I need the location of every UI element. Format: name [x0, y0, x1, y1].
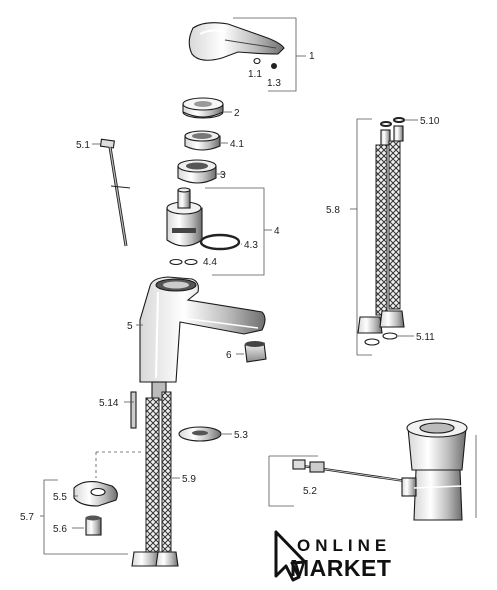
washer-5-3: [178, 426, 222, 442]
label-5-14: 5.14: [99, 398, 119, 409]
cap-1-3: [271, 63, 277, 69]
bracket-5-5: [73, 481, 118, 507]
logo-line-market: MARKET: [290, 555, 391, 581]
washers-5-11: [364, 332, 398, 346]
label-5-5: 5.5: [53, 492, 67, 503]
label-5-2: 5.2: [303, 486, 317, 497]
nut-4-1: [184, 130, 221, 151]
seal-4-4: [169, 258, 198, 266]
label-5-1: 5.1: [76, 140, 90, 151]
label-4: 4: [274, 226, 280, 237]
label-4-4: 4.4: [203, 257, 217, 268]
label-2: 2: [234, 108, 240, 119]
label-5-6: 5.6: [53, 524, 67, 535]
drain-assembly: [292, 418, 468, 521]
lever-handle: [188, 22, 285, 61]
aerator: [244, 341, 267, 363]
label-5-11: 5.11: [416, 332, 435, 343]
label-5-10: 5.10: [420, 116, 440, 127]
rod-5-1: [99, 138, 131, 247]
label-1-1: 1.1: [248, 69, 262, 80]
label-1: 1: [309, 51, 315, 62]
ring-3: [177, 159, 217, 184]
label-5-8: 5.8: [326, 205, 340, 216]
flex-hoses-5-8: [357, 117, 405, 334]
tap-body: [139, 276, 266, 401]
label-5-9: 5.9: [182, 474, 196, 485]
hose-5-9: [131, 391, 179, 567]
online-market-logo: ONLINE MARKET: [274, 530, 391, 582]
cursor-arrow-icon: [274, 530, 307, 582]
cartridge: [166, 187, 203, 247]
screw-1-1: [253, 57, 261, 65]
nut-5-6: [85, 515, 102, 536]
o-ring-4-3: [199, 233, 241, 251]
label-4-1: 4.1: [230, 139, 244, 150]
logo-line-online: ONLINE: [297, 536, 391, 555]
label-5-7: 5.7: [20, 512, 34, 523]
label-6: 6: [226, 350, 232, 361]
cover-ring: [182, 97, 224, 119]
rod-5-14: [130, 391, 137, 429]
label-5: 5: [127, 321, 133, 332]
label-1-3: 1.3: [267, 78, 281, 89]
label-3: 3: [220, 170, 226, 181]
label-4-3: 4.3: [244, 240, 258, 251]
label-5-3: 5.3: [234, 430, 248, 441]
